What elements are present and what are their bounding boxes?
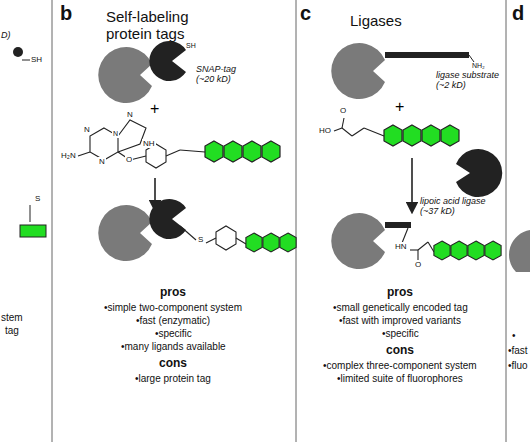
atom-label: N bbox=[126, 110, 134, 119]
panel-heading: c bbox=[300, 2, 311, 25]
protein bbox=[331, 43, 385, 99]
text-label: D) bbox=[1, 30, 11, 40]
atom-label: N bbox=[98, 157, 106, 166]
panel-heading: Self-labeling protein tags bbox=[106, 8, 218, 43]
atom-label: HO bbox=[318, 126, 332, 135]
text-label: ligase substrate (~2 kD) bbox=[436, 70, 508, 91]
text-label: cons bbox=[386, 344, 414, 358]
reaction-arrow bbox=[411, 158, 413, 208]
text-label: • bbox=[512, 330, 516, 342]
text-label: cons bbox=[159, 357, 187, 371]
text-label: stem bbox=[1, 312, 23, 324]
atom-label: HN bbox=[394, 242, 408, 251]
fluorophore-acid bbox=[334, 118, 384, 136]
text-label: SNAP-tag (~20 kD) bbox=[196, 64, 254, 85]
text-label: •specific bbox=[155, 328, 192, 340]
text-label: •small genetically encoded tag bbox=[333, 302, 468, 314]
protein bbox=[98, 47, 152, 103]
benzylguanine bbox=[78, 120, 205, 168]
snap-tag bbox=[149, 199, 186, 239]
plus: + bbox=[395, 98, 404, 115]
atom-label: O bbox=[125, 155, 133, 164]
atom-label: O bbox=[339, 106, 347, 115]
atom-label: N bbox=[112, 130, 119, 138]
plus: + bbox=[150, 100, 159, 117]
text-label: •complex three-component system bbox=[323, 360, 477, 372]
panel-divider bbox=[52, 0, 53, 442]
text-label: •specific bbox=[382, 328, 419, 340]
text-label: •simple two-component system bbox=[104, 302, 242, 314]
text-label: •many ligands available bbox=[121, 341, 226, 353]
lipoic-acid-ligase bbox=[456, 149, 502, 197]
text-label: lipoic acid ligase (~37 kD) bbox=[420, 196, 504, 217]
tag-fragment bbox=[13, 47, 23, 57]
text-label: •fast with improved variants bbox=[339, 315, 461, 327]
protein-fragment bbox=[509, 230, 530, 272]
atom-label: O bbox=[414, 260, 422, 269]
protein bbox=[331, 213, 385, 269]
atom-label: H₂N bbox=[60, 151, 77, 160]
ligase-substrate bbox=[385, 52, 469, 58]
text-label: pros bbox=[387, 286, 413, 300]
atom-label: S bbox=[197, 235, 204, 244]
panel-divider bbox=[506, 0, 507, 442]
panel-heading: Ligases bbox=[350, 12, 402, 29]
ligase-substrate bbox=[385, 222, 411, 228]
atom-label: N bbox=[83, 125, 91, 134]
atom-label: S bbox=[34, 194, 41, 203]
text-label: NH₂ bbox=[472, 62, 485, 70]
text-label: pros bbox=[160, 286, 186, 300]
reaction-arrow bbox=[154, 178, 156, 206]
text-label: •fast bbox=[508, 345, 528, 357]
text-label: •fast (enzymatic) bbox=[136, 315, 210, 327]
snap-tag bbox=[149, 41, 186, 81]
text-label: SH bbox=[186, 42, 196, 50]
panel-divider bbox=[296, 0, 297, 442]
text-label: •large protein tag bbox=[135, 373, 211, 385]
atom-label: SH bbox=[30, 55, 43, 64]
fluorophore-fragment bbox=[20, 225, 46, 237]
panel-heading: b bbox=[60, 2, 72, 25]
text-label: tag bbox=[5, 325, 19, 337]
atom-label: NH bbox=[142, 139, 156, 148]
text-label: •fluo bbox=[508, 360, 528, 372]
protein bbox=[98, 205, 152, 261]
panel-heading: d bbox=[512, 2, 524, 25]
text-label: •limited suite of fluorophores bbox=[337, 373, 463, 385]
